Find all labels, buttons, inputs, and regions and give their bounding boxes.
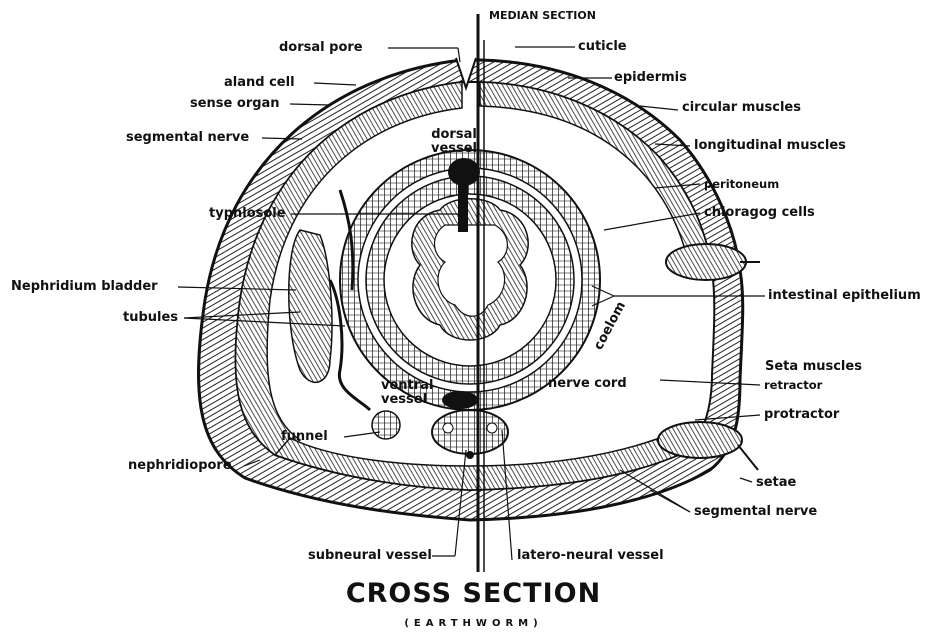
diagram-subtitle: (EARTHWORM) [0, 618, 947, 629]
ventral-vessel-shape [442, 391, 478, 409]
label-ventral-vessel: ventral vessel [381, 379, 441, 407]
label-funnel: funnel [281, 430, 328, 444]
label-nerve-cord: nerve cord [548, 377, 627, 391]
median-section-label: MEDIAN SECTION [489, 9, 596, 23]
label-intestinal-epithelium: intestinal epithelium [768, 289, 921, 303]
label-circular-muscles: circular muscles [682, 101, 801, 115]
label-gland-cell: aland cell [224, 76, 295, 90]
label-retractor: retractor [764, 378, 822, 392]
dorsal-vessel-text: dorsal vessel [431, 127, 477, 156]
label-sense-organ: sense organ [190, 97, 280, 111]
label-typhlosole: typhlosole [209, 207, 286, 221]
label-nephridiopore: nephridiopore [128, 459, 232, 473]
label-tubules: tubules [123, 311, 178, 325]
label-latero-neural-vessel: latero-neural vessel [517, 549, 664, 563]
nerve-cord-shape [432, 410, 508, 454]
label-protractor: protractor [764, 408, 839, 422]
label-longitudinal-muscles: longitudinal muscles [694, 139, 846, 153]
label-setae: setae [756, 476, 796, 490]
label-segmental-nerve-right: segmental nerve [694, 505, 817, 519]
label-peritoneum: peritoneum [704, 177, 779, 191]
label-chloragog-cells: chloragog cells [704, 206, 815, 220]
label-dorsal-vessel: dorsal vessel [424, 128, 484, 156]
label-dorsal-pore: dorsal pore [279, 41, 363, 55]
diagram-title: CROSS SECTION [0, 578, 947, 609]
label-epidermis: epidermis [614, 71, 687, 85]
label-subneural-vessel: subneural vessel [308, 549, 432, 563]
label-cuticle: cuticle [578, 40, 627, 54]
label-seta-muscles: Seta muscles [765, 360, 862, 374]
ventral-vessel-text: ventral vessel [381, 378, 433, 407]
label-nephridium-bladder: Nephridium bladder [11, 280, 158, 294]
label-segmental-nerve-left: segmental nerve [126, 131, 249, 145]
intestine [340, 150, 600, 410]
